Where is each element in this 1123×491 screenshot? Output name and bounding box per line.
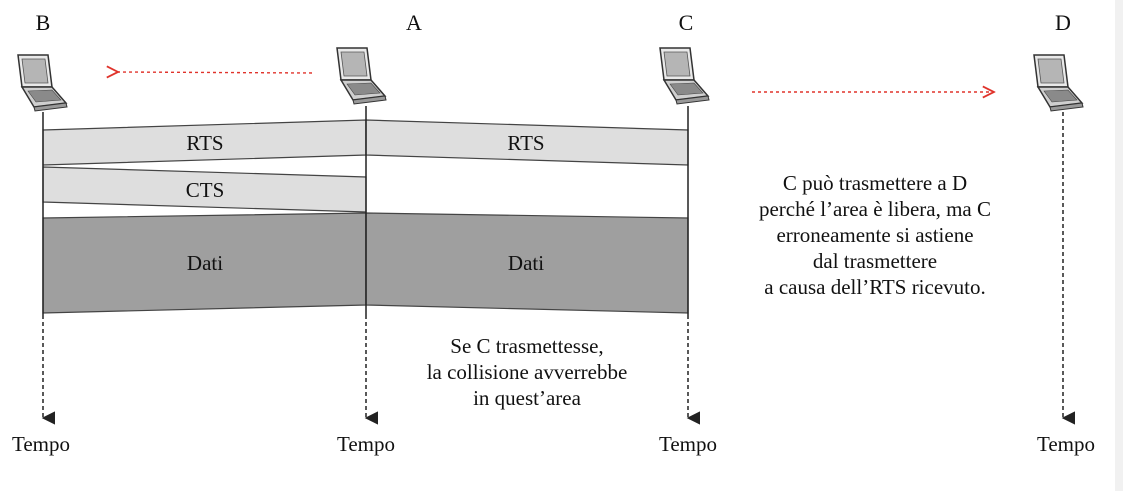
time-label-a: Tempo (337, 432, 395, 456)
time-label-d: Tempo (1037, 432, 1095, 456)
time-label-b: Tempo (12, 432, 70, 456)
time-label-c: Tempo (659, 432, 717, 456)
band-label-dati-left: Dati (187, 251, 223, 275)
laptop-b-icon (17, 54, 68, 112)
collision-note-line-3: in quest’area (473, 386, 582, 410)
laptop-a-icon (336, 47, 387, 105)
exposed-note-line-1: C può trasmettere a D (783, 171, 967, 195)
signal-arrow-a-to-b (118, 72, 313, 73)
exposed-note-line-3: erroneamente si astiene (776, 223, 973, 247)
band-label-rts-left: RTS (186, 131, 223, 155)
exposed-note-line-4: dal trasmettere (813, 249, 937, 273)
exposed-note-line-2: perché l’area è libera, ma C (759, 197, 991, 221)
band-label-rts-right: RTS (507, 131, 544, 155)
exposed-note-line-5: a causa dell’RTS ricevuto. (764, 275, 986, 299)
laptop-d-icon (1033, 54, 1084, 112)
laptop-c-icon (659, 47, 710, 105)
band-label-cts: CTS (186, 178, 225, 202)
node-label-b: B (36, 10, 51, 35)
collision-note-line-2: la collisione avverrebbe (427, 360, 628, 384)
node-label-d: D (1055, 10, 1071, 35)
band-label-dati-right: Dati (508, 251, 544, 275)
page-edge-strip (1115, 0, 1123, 491)
collision-note-line-1: Se C trasmettesse, (450, 334, 603, 358)
node-label-c: C (679, 10, 694, 35)
node-label-a: A (406, 10, 422, 35)
